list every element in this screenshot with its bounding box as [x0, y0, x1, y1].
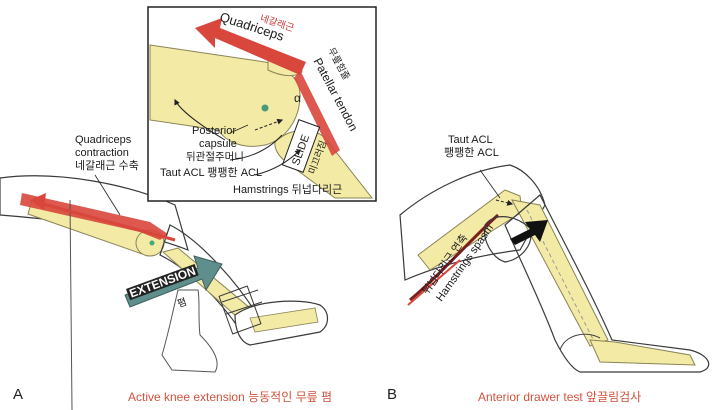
capsule-arrow [174, 98, 226, 141]
chair-leg [69, 199, 73, 410]
inset [147, 6, 377, 202]
hamstrings-muscle [409, 213, 499, 302]
quad-contraction-label-1: Quadriceps [75, 134, 132, 146]
strap-line [225, 301, 263, 315]
patellar-tendon [294, 70, 340, 156]
b-shin-outline [504, 194, 710, 373]
hamstrings-red-line [407, 259, 461, 306]
other-leg [161, 289, 218, 373]
examiner-hand [483, 216, 532, 263]
drawer-arrow [510, 220, 548, 245]
quad-contraction-label-2: contraction [75, 147, 129, 159]
quad-leader-line [94, 174, 121, 216]
b-taut-acl-ko-label: 팽팽한 ACL [444, 147, 499, 159]
posterior-capsule-label-1: Posterior [192, 125, 237, 137]
panel-b-caption: Anterior drawer test 앞끌림검사 [478, 390, 642, 404]
strap-line [221, 289, 259, 303]
slide-box [281, 119, 321, 173]
b-foot-bones [589, 339, 696, 366]
hamstrings-arrow [254, 149, 301, 176]
taut-acl-label: Taut ACL 팽팽한 ACL [160, 167, 263, 179]
foot-bones [249, 307, 319, 333]
panel-a-drawing [0, 174, 329, 410]
hamstrings-label: Hamstrings 뒤넙다리근 [233, 184, 343, 196]
panel-b-letter: B [387, 386, 398, 403]
tibia-midline [526, 209, 597, 346]
alpha-label: α [294, 91, 301, 105]
posterior-capsule-ko-label: 뒤관절주머니 [186, 151, 244, 163]
panel-a-caption: Active knee extension 능동적인 무릎 폄 [128, 390, 333, 404]
inset-axis-dot [261, 104, 269, 112]
inset-quadriceps-arrow [195, 18, 306, 75]
posterior-capsule-label-2: capsule [199, 138, 237, 150]
knee-axis-dot [149, 240, 155, 246]
posterior-leader [229, 124, 249, 134]
b-acl-arrow [495, 199, 514, 206]
b-acl-leader [479, 169, 501, 199]
contraction-arrow [39, 201, 176, 242]
panel-b-drawing [399, 164, 710, 373]
b-taut-acl-label: Taut ACL [448, 134, 493, 146]
quad-contraction-ko-label: 네갈래근 수축 [75, 160, 139, 172]
panel-a-letter: A [13, 386, 24, 403]
b-foot-hand [559, 333, 601, 351]
contraction-arrowhead [30, 193, 46, 210]
hamstrings-line [229, 134, 283, 161]
